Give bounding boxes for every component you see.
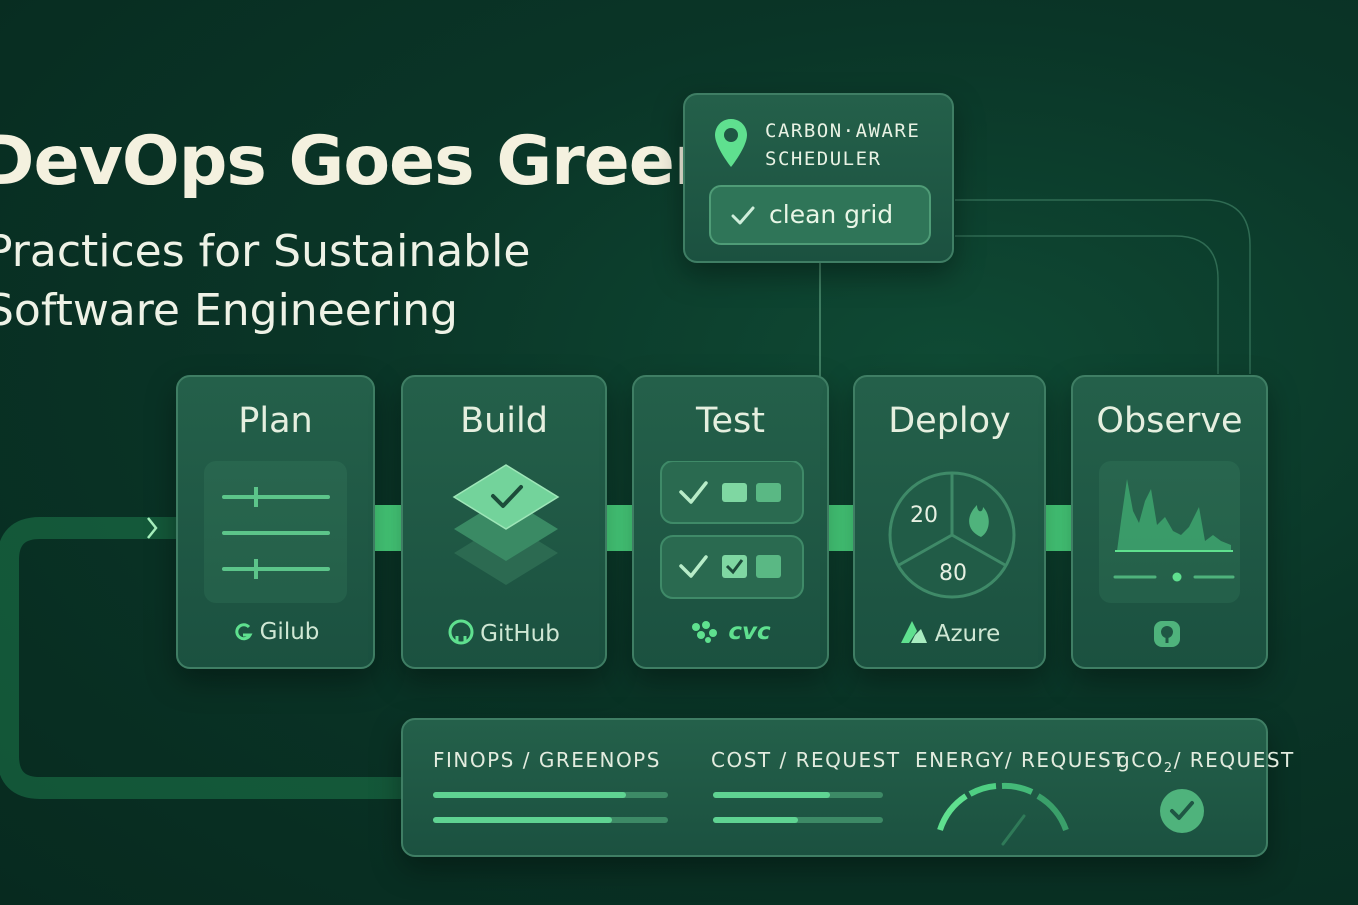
cost-bar-2-fill: [713, 817, 798, 823]
stage-deploy[interactable]: Deploy 20 80 Azure: [853, 375, 1046, 669]
stage-title: Deploy: [888, 401, 1011, 441]
dvc-logo-icon: [692, 621, 718, 643]
location-pin-icon: [715, 119, 747, 167]
page-subtitle: Practices for Sustainable Software Engin…: [0, 222, 530, 340]
tool-label: GitHub: [403, 619, 605, 647]
gco2-per-request-label: gCO2/ REQUEST: [1117, 748, 1295, 776]
check-circle-icon: [1160, 789, 1204, 833]
area-chart-icon: [1113, 479, 1235, 582]
tool-label: Gilub: [178, 619, 373, 645]
gco2-prefix: gCO: [1117, 748, 1164, 772]
tool-name: GitHub: [480, 621, 560, 647]
stage-visual: [204, 461, 347, 603]
layers-check-icon: [452, 464, 560, 585]
check-icon: [731, 206, 755, 225]
tool-label: Azure: [855, 619, 1044, 647]
gitlab-logo-icon: [234, 623, 253, 641]
stage-observe[interactable]: Observe: [1071, 375, 1268, 669]
finops-bar-2: [433, 817, 668, 823]
tool-name: Azure: [934, 621, 1001, 647]
tool-label: [1073, 619, 1266, 651]
scheduler-title: CARBON·AWARE SCHEDULER: [765, 117, 920, 173]
stage-plan[interactable]: Plan Gilub: [176, 375, 375, 669]
pie-gauge-icon: [888, 471, 1016, 599]
deploy-value-top: 20: [910, 503, 938, 528]
stage-title: Plan: [238, 401, 313, 441]
energy-per-request-label: ENERGY/ REQUEST: [915, 748, 1126, 772]
cost-bar-1: [713, 792, 883, 798]
tool-name: Gilub: [259, 619, 320, 645]
finops-greenops-label: FINOPS / GREENOPS: [433, 748, 661, 772]
azure-logo-icon: [900, 621, 927, 643]
finops-bar-1-fill: [433, 792, 626, 798]
scheduler-title-line-1: CARBON·AWARE: [765, 120, 921, 142]
cost-bar-2: [713, 817, 883, 823]
flame-icon: [969, 505, 989, 537]
tool-name: cvc: [728, 619, 771, 645]
finops-bar-2-fill: [433, 817, 612, 823]
finops-bar-1: [433, 792, 668, 798]
carbon-aware-scheduler-card[interactable]: CARBON·AWARE SCHEDULER clean grid: [683, 93, 954, 263]
stage-title: Observe: [1096, 401, 1243, 441]
stage-title: Build: [460, 401, 548, 441]
page-title: DevOps Goes Green: [0, 122, 722, 201]
scheduler-title-line-2: SCHEDULER: [765, 148, 882, 170]
energy-gauge-icon: [937, 782, 1069, 846]
metrics-panel: FINOPS / GREENOPS COST / REQUEST ENERGY/…: [401, 718, 1293, 857]
clean-grid-status[interactable]: clean grid: [709, 185, 931, 245]
tool-label: cvc: [634, 619, 827, 645]
gco2-subscript: 2: [1163, 761, 1174, 776]
deploy-value-bottom: 80: [939, 561, 967, 586]
stage-visual: [1099, 461, 1240, 603]
stage-build[interactable]: Build GitHub: [401, 375, 607, 669]
gco2-suffix: / REQUEST: [1173, 748, 1295, 772]
cost-bar-1-fill: [713, 792, 831, 798]
sliders-icon: [222, 487, 330, 579]
stage-test[interactable]: Test cvc: [632, 375, 829, 669]
github-logo-icon: [448, 619, 474, 645]
stage-title: Test: [696, 401, 765, 441]
status-label: clean grid: [769, 200, 894, 229]
subtitle-line-1: Practices for Sustainable: [0, 226, 531, 277]
subtitle-line-2: Software Engineering: [0, 285, 458, 336]
observability-logo-icon: [1153, 621, 1180, 647]
cost-per-request-label: COST / REQUEST: [711, 748, 901, 772]
checklist-icon: [660, 461, 804, 599]
